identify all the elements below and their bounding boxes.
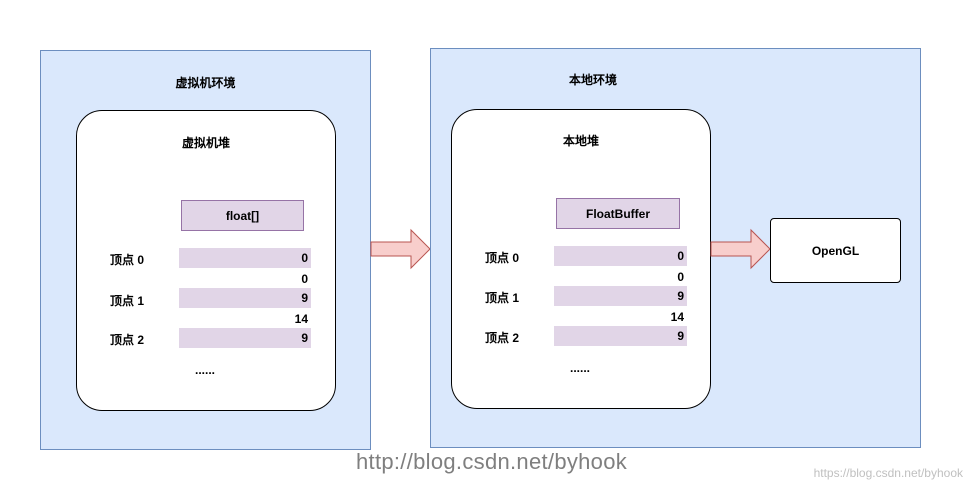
native-vertex-0-cell: 0	[554, 246, 687, 266]
watermark-url: http://blog.csdn.net/byhook	[356, 449, 628, 474]
floatbuffer-box: FloatBuffer	[556, 198, 680, 229]
vm-vertex-1-label: 顶点 1	[110, 294, 145, 308]
vm-ellipsis: ......	[195, 363, 216, 377]
vm-environment-title: 虚拟机环境	[175, 76, 236, 90]
vm-vertex-0-cell: 0	[179, 248, 311, 268]
watermark-corner: https://blog.csdn.net/byhook	[813, 466, 963, 480]
vm-heap-title: 虚拟机堆	[181, 136, 230, 150]
native-vertex-1-cell: 9	[554, 286, 687, 306]
arrow-native-to-opengl	[710, 228, 771, 270]
arrow-vm-to-native	[370, 228, 431, 270]
native-vertex-0-label: 顶点 0	[485, 251, 520, 265]
native-heap-title: 本地堆	[562, 134, 599, 148]
vm-vertex-2-label: 顶点 2	[110, 333, 145, 347]
native-ellipsis: ......	[570, 361, 591, 375]
native-vertex-2-cell: 9	[554, 326, 687, 346]
native-gap-0: 0	[677, 270, 684, 284]
vm-vertex-0-label: 顶点 0	[110, 253, 145, 267]
vm-gap-0: 0	[301, 272, 308, 286]
vm-gap-1: 14	[294, 312, 308, 326]
native-vertex-1-label: 顶点 1	[485, 291, 520, 305]
opengl-box: OpenGL	[770, 218, 901, 283]
vm-vertex-1-cell: 9	[179, 288, 311, 308]
native-gap-1: 14	[670, 310, 684, 324]
float-array-box: float[]	[181, 200, 304, 231]
native-environment-title: 本地环境	[568, 73, 617, 87]
vm-vertex-2-cell: 9	[179, 328, 311, 348]
native-vertex-2-label: 顶点 2	[485, 331, 520, 345]
